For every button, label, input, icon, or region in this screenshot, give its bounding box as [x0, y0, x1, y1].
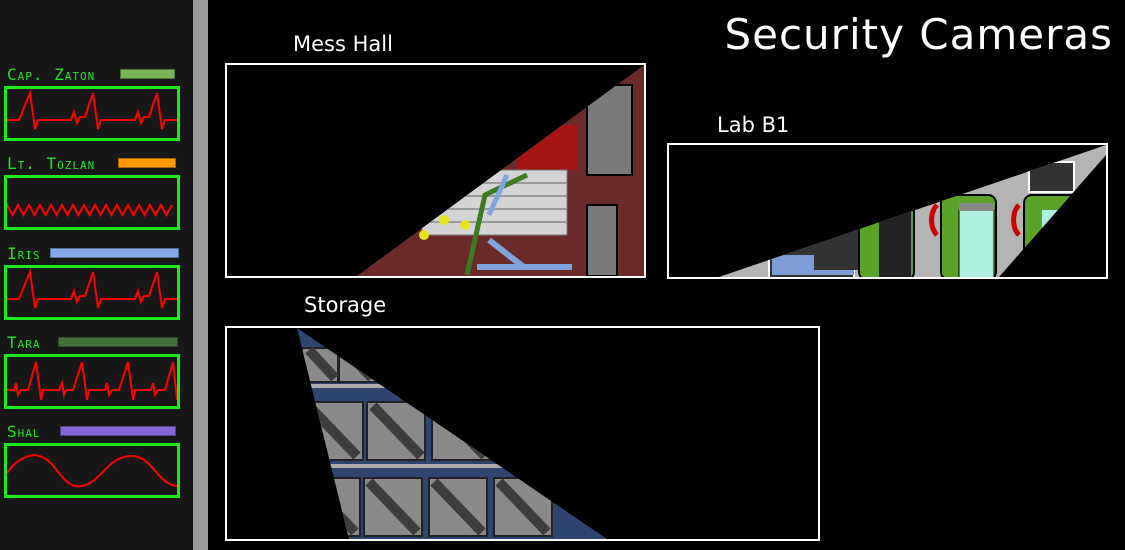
heart-monitor: [4, 265, 180, 320]
crew-name: Cap. Zaton: [7, 65, 96, 84]
ecg-trace: [7, 361, 177, 401]
camera-view: [719, 145, 1106, 277]
camera-feed-mess-hall[interactable]: [225, 63, 646, 278]
camera-view: [357, 65, 644, 276]
camera-label-lab-b1: Lab B1: [717, 113, 790, 137]
ecg-line: [7, 202, 173, 218]
ecg-trace: [7, 268, 177, 309]
health-bar: [60, 426, 176, 436]
heart-monitor: [4, 354, 180, 409]
page-title: Security Cameras: [724, 10, 1113, 59]
crew-name: Shal: [7, 422, 41, 441]
panel-divider[interactable]: [193, 0, 208, 550]
heart-monitor: [4, 175, 180, 230]
heart-monitor: [4, 86, 180, 141]
heart-monitor: [4, 443, 180, 498]
camera-feed-lab-b1[interactable]: [667, 143, 1108, 279]
crew-name: Lt. Tozlan: [7, 154, 96, 173]
camera-view: [297, 328, 607, 539]
crew-vitals-panel: Cap. Zaton Lt. Tozlan Iris Tara Shal: [0, 0, 193, 550]
health-bar: [50, 248, 179, 258]
crew-name: Tara: [7, 333, 41, 352]
ecg-trace: [7, 454, 177, 488]
ecg-trace: [7, 89, 177, 130]
camera-label-mess-hall: Mess Hall: [293, 32, 393, 56]
crew-name: Iris: [7, 244, 41, 263]
health-bar: [120, 69, 175, 79]
camera-feed-storage[interactable]: [225, 326, 820, 541]
health-bar: [118, 158, 176, 168]
camera-label-storage: Storage: [304, 293, 387, 317]
ecg-trace: [7, 202, 173, 218]
health-bar: [58, 337, 178, 347]
